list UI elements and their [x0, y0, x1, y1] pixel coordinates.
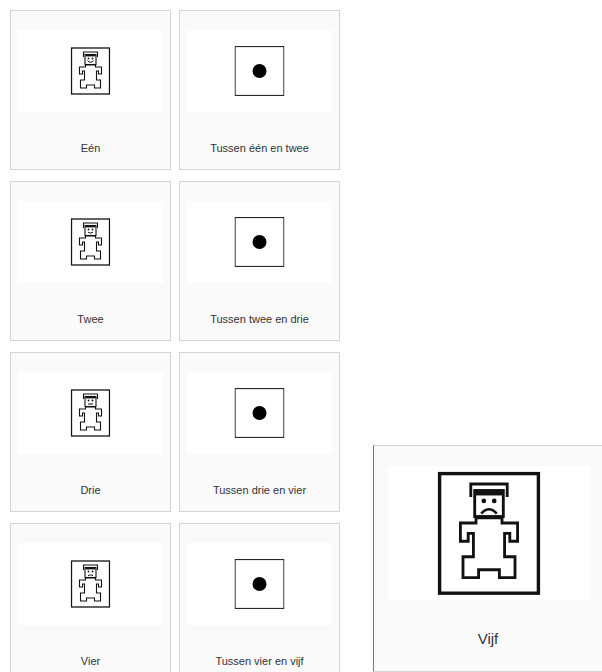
dot-symbol	[235, 47, 284, 96]
rating-card: Eén	[10, 10, 171, 170]
manikin-figure	[72, 48, 110, 94]
rating-card: Drie	[10, 352, 171, 512]
rating-card: Vier	[10, 523, 171, 672]
dot-symbol	[235, 560, 284, 609]
rating-card: Twee	[10, 181, 171, 341]
rating-label: Drie	[11, 483, 170, 497]
rating-card: Tussen drie en vier	[179, 352, 340, 512]
manikin-figure	[72, 390, 110, 436]
rating-label: Tussen twee en drie	[180, 312, 339, 326]
rating-label: Tussen één en twee	[180, 141, 339, 155]
manikin-figure	[72, 561, 110, 607]
rating-card: Tussen vier en vijf	[179, 523, 340, 672]
image-panels	[18, 30, 590, 625]
rating-label: Vijf	[374, 630, 602, 648]
dot-symbol	[235, 218, 284, 267]
rating-label: Vier	[11, 654, 170, 668]
dot-symbol	[235, 389, 284, 438]
rating-label: Twee	[11, 312, 170, 326]
manikin-figure	[72, 219, 110, 265]
rating-label: Tussen drie en vier	[180, 483, 339, 497]
rating-card: Tussen één en twee	[179, 10, 340, 170]
rating-card: Tussen twee en drie	[179, 181, 340, 341]
rating-label: Eén	[11, 141, 170, 155]
card-grounds	[10, 10, 602, 672]
rating-card: Vijf	[373, 445, 602, 672]
dot-symbols	[235, 47, 284, 609]
rating-label: Tussen vier en vijf	[180, 654, 339, 668]
manikin-figure	[440, 474, 539, 594]
